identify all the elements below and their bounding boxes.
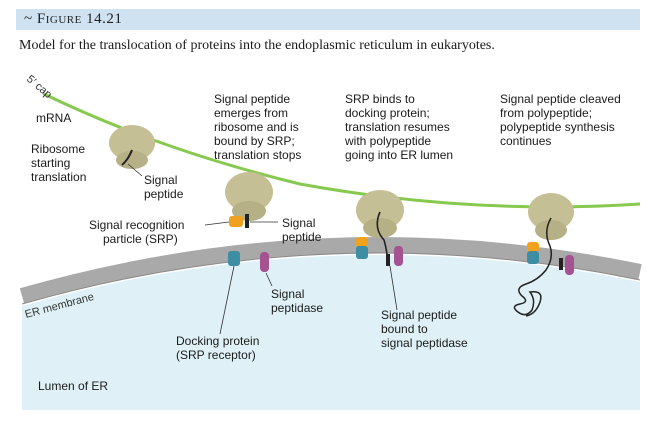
ribosome-stage-3: [356, 190, 404, 238]
mrna-label: mRNA: [36, 111, 71, 125]
er-membrane-edge: [21, 252, 641, 305]
ribosome-stage-1: [109, 125, 155, 169]
signal-peptidase-stage-2: [260, 252, 269, 272]
figure-title: ~ Figure 14.21: [24, 11, 123, 27]
srp-pointer: [204, 221, 230, 226]
signal-peptide-label-2: Signal peptide: [282, 216, 322, 244]
signal-peptidase-pointer: [265, 272, 273, 287]
signal-peptide-pointer-1: [127, 163, 143, 177]
docking-protein-label: Docking protein (SRP receptor): [176, 334, 263, 362]
srp-label: Signal recognition particle (SRP): [89, 218, 188, 246]
docking-protein-pointer: [219, 265, 235, 335]
signal-peptide-stage-3: [386, 254, 390, 266]
lumen-label: Lumen of ER: [38, 379, 108, 393]
figure-header-band: [16, 9, 640, 30]
ribosome-stage-2: [225, 172, 273, 221]
docking-protein-stage-2: [228, 251, 240, 266]
signal-peptidase-label: Signal peptidase: [271, 287, 323, 315]
figure-caption: Model for the translocation of proteins …: [19, 38, 495, 53]
ribosome-starting-label: Ribosome starting translation: [31, 142, 88, 184]
docking-protein-stage-3: [356, 246, 368, 259]
signal-peptide-bound-label: Signal peptide bound to signal peptidase: [381, 308, 468, 350]
docking-protein-stage-4: [527, 251, 539, 264]
polypeptide-stage-4: [513, 217, 553, 317]
signal-peptide-stage-2: [245, 214, 249, 228]
er-lumen: [22, 255, 640, 410]
cleaved-signal-peptide: [559, 258, 563, 270]
signal-peptidase-stage-4: [565, 255, 574, 275]
step-4-label: Signal peptide cleaved from polypeptide;…: [500, 92, 624, 148]
srp-particle-stage-4: [527, 242, 539, 252]
signal-peptide-stage-1: [121, 149, 133, 166]
signal-peptide-label-1: Signal peptide: [144, 173, 184, 201]
ribosome-stage-4: [528, 193, 574, 240]
signal-peptide-bound-pointer: [389, 265, 398, 311]
srp-particle-stage-3: [356, 237, 368, 247]
er-membrane: [19, 237, 642, 304]
srp-particle-stage-2: [229, 216, 243, 227]
step-2-label: Signal peptide emerges from ribosome and…: [214, 92, 302, 162]
step-3-label: SRP binds to docking protein; translatio…: [344, 92, 453, 162]
signal-peptidase-stage-3: [394, 246, 403, 266]
five-cap-label: 5′ cap: [24, 73, 54, 101]
